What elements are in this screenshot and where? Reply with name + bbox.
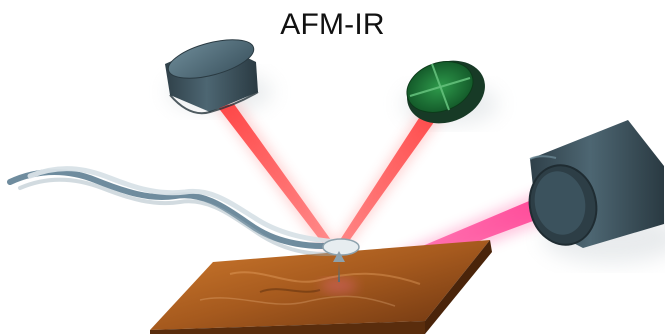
sample-front-edge — [150, 321, 425, 334]
afm-tip-point — [338, 262, 340, 282]
red-laser-reflected-beam-glow — [332, 96, 451, 250]
cantilever-ribbon-outer — [7, 169, 341, 249]
sample-texture-1 — [229, 271, 421, 285]
sample-right-edge — [425, 240, 492, 334]
sample-texture-3 — [259, 288, 321, 293]
afm-tip — [333, 251, 345, 262]
cantilever-end-disc — [322, 238, 360, 256]
quadrant-photodetector — [406, 60, 485, 124]
left-laser-source — [165, 39, 259, 115]
ir-laser-source — [528, 120, 664, 248]
detector-crosshair-vertical — [431, 63, 450, 111]
sample-ir-hotspot — [321, 279, 357, 293]
sample-top-surface — [150, 240, 490, 330]
afm-sample — [150, 240, 492, 334]
red-laser-incident-beam-glow — [214, 102, 340, 252]
cantilever-ribbon-inner — [27, 166, 341, 245]
diagram-title: AFM-IR — [280, 8, 385, 41]
cantilever-ribbon-shadow — [18, 177, 344, 256]
sample-texture-2 — [199, 295, 396, 307]
afm-cantilever — [7, 166, 360, 282]
